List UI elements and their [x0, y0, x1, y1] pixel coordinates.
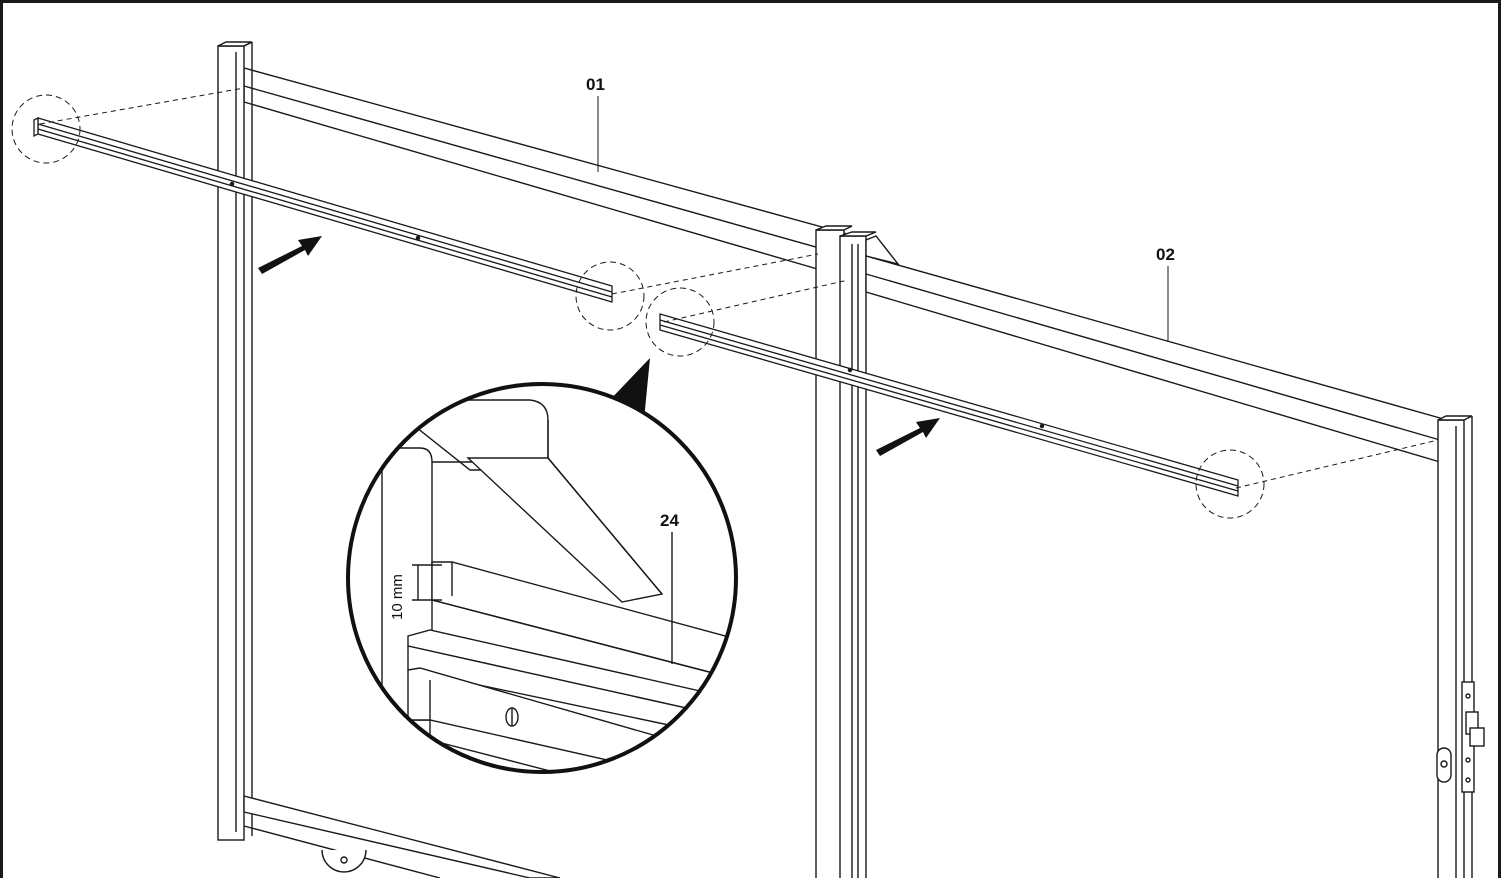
label-panel-02: 02 — [1156, 245, 1175, 264]
panel-01-rail-edge — [243, 85, 863, 261]
arrow-right-icon — [876, 418, 940, 456]
panel-02 — [865, 255, 1485, 883]
zoom-circle — [346, 382, 738, 774]
keyhole-handle — [1436, 747, 1452, 783]
panel-02-right-post — [1437, 419, 1465, 883]
arrow-right-icon — [258, 236, 322, 274]
panel-01-bottom-rail — [243, 795, 561, 879]
detail-circles — [11, 94, 1265, 519]
detail-circle-b — [575, 261, 645, 331]
label-part-24: 24 — [660, 511, 679, 530]
label-panel-01: 01 — [586, 75, 605, 94]
leader-lines — [597, 96, 1169, 342]
panel-01-left-post — [217, 45, 245, 841]
guide-rail-left — [33, 116, 613, 303]
center-post-bracket — [865, 235, 900, 266]
panel-02-top-rail — [865, 255, 1441, 463]
panel-01-wheel — [321, 849, 367, 873]
detail-circle-d — [1195, 449, 1265, 519]
center-post-right — [839, 235, 867, 883]
panel-01-top-rail — [243, 67, 863, 283]
alignment-lines — [39, 87, 1439, 489]
dimension-label: 10 mm — [389, 574, 406, 620]
detail-circle-a — [11, 94, 81, 164]
guide-rail-right — [659, 313, 1239, 497]
direction-arrows — [258, 236, 940, 456]
detail-circle-c — [645, 287, 715, 357]
center-post — [815, 225, 900, 883]
